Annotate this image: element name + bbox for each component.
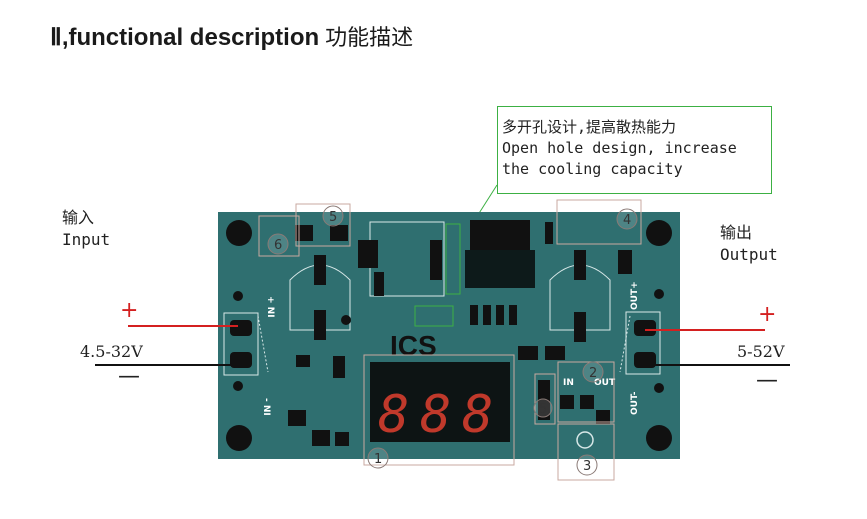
input-terminal-screw: [230, 320, 252, 336]
marker-label-2: 2: [589, 366, 597, 381]
annotation-box-3: [557, 423, 615, 481]
silk-in-minus: - NI: [261, 398, 271, 416]
input-terminal-hatch: [257, 315, 269, 373]
annotation-box-6: [258, 215, 300, 257]
output-terminal-block: [625, 311, 661, 375]
heading-english: ,functional description: [61, 24, 320, 51]
cooling-callout: 多开孔设计,提高散热能力 Open hole design, increase …: [497, 106, 772, 194]
marker-circle: [267, 233, 289, 255]
input-label-chinese: 输入: [62, 208, 95, 227]
input-minus-sign: —: [118, 364, 140, 389]
marker-circle: [576, 454, 598, 476]
silk-in: IN: [563, 378, 574, 388]
marker-circle: [533, 398, 553, 418]
display-digit: 8: [378, 385, 409, 445]
display-digit: 8: [462, 385, 493, 445]
silk-out: OUT: [594, 378, 616, 388]
component-pads: [233, 220, 664, 446]
marker-circle: [322, 205, 344, 227]
marker-label-5b: 5: [539, 402, 547, 417]
vent-hole-column: [445, 223, 461, 295]
display-digit: 8: [420, 385, 451, 445]
input-voltage-range: 4.5-32V: [80, 342, 143, 361]
marker-label-3: 3: [583, 459, 591, 474]
callout-line-chinese: 多开孔设计,提高散热能力: [502, 118, 677, 136]
marker-circle: [367, 447, 389, 469]
marker-circle: [582, 361, 604, 383]
marker-label-1: 1: [374, 452, 382, 467]
marker-label-5: 5: [329, 210, 337, 225]
output-terminal-hatch: [619, 315, 631, 373]
output-minus-sign: —: [756, 368, 778, 393]
heading-chinese: 功能描述: [325, 26, 414, 51]
output-voltage-range: 5-52V: [737, 342, 785, 361]
silk-out-plus: OUT+: [630, 281, 640, 310]
mounting-hole: [226, 425, 252, 451]
output-plus-sign: +: [758, 302, 777, 327]
marker-label-6: 6: [274, 238, 282, 253]
mounting-hole: [646, 220, 672, 246]
heading-roman-numeral: Ⅱ: [50, 24, 62, 51]
annotation-box-2: [557, 361, 615, 423]
output-label-english: Output: [720, 245, 778, 264]
annotation-box-4: [556, 199, 642, 245]
input-terminal-block: [223, 312, 259, 376]
vent-hole-grid: [414, 305, 454, 327]
callout-line-english-2: the cooling capacity: [502, 160, 683, 178]
output-terminal-screw: [634, 320, 656, 336]
marker-circle: [616, 208, 638, 230]
silk-in-plus: + NI: [265, 296, 275, 318]
annotation-box-5: [295, 203, 351, 247]
input-label: 输入 Input: [62, 207, 110, 251]
output-label-chinese: 输出: [720, 223, 753, 242]
callout-line-english-1: Open hole design, increase: [502, 139, 737, 157]
input-plus-sign: +: [120, 298, 139, 323]
mounting-hole: [226, 220, 252, 246]
annotation-box-5b: [534, 373, 556, 425]
mounting-hole: [646, 425, 672, 451]
led-display: [370, 362, 510, 442]
brand-logo: ICS: [390, 330, 437, 361]
silk-out-minus: OUT-: [630, 391, 640, 415]
display-callout-box: [363, 354, 515, 466]
push-button: [576, 431, 594, 449]
output-label: 输出 Output: [720, 222, 778, 266]
marker-label-4: 4: [623, 213, 631, 228]
input-label-english: Input: [62, 230, 111, 249]
